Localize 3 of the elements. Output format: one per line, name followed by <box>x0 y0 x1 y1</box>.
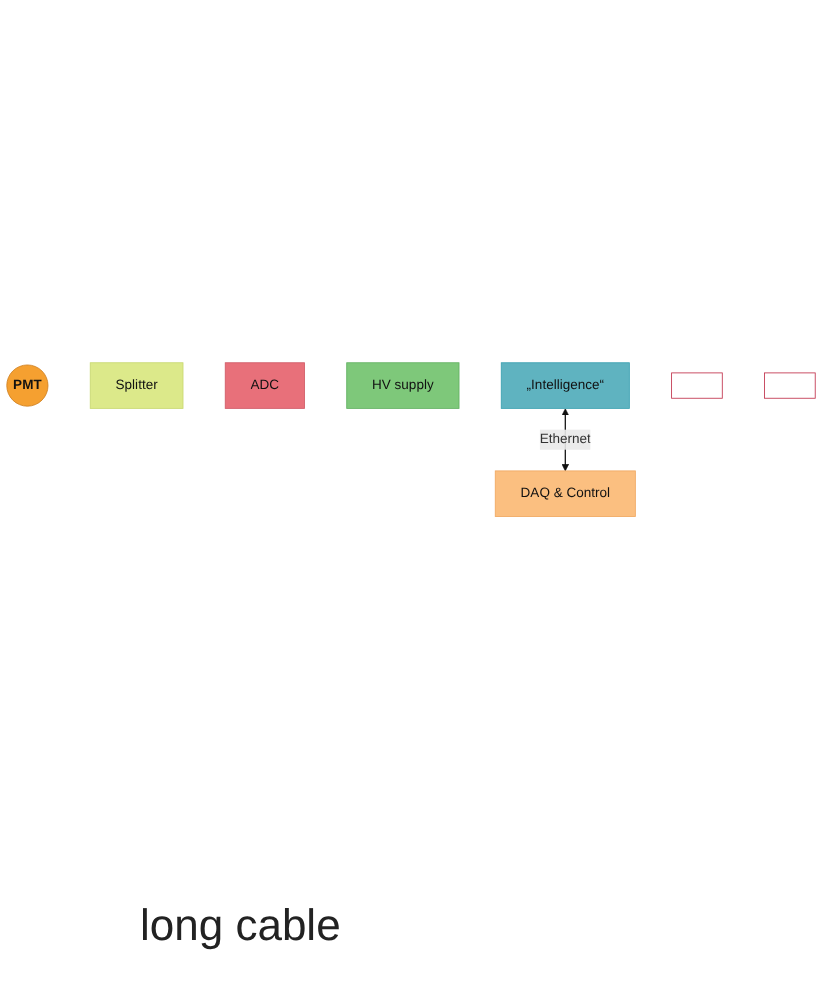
note-text: long cable <box>140 900 341 952</box>
node-box <box>671 372 723 399</box>
node-box <box>764 372 816 399</box>
